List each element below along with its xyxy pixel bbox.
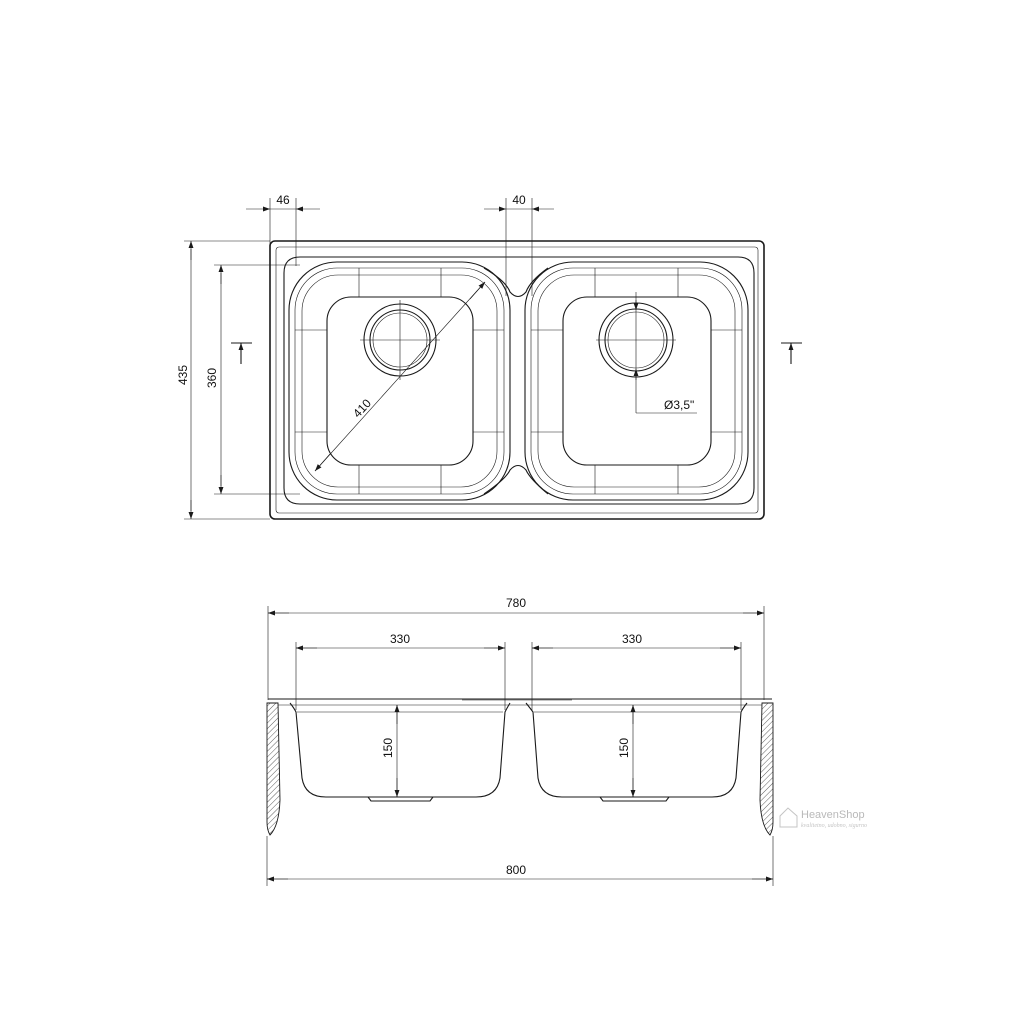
watermark-tagline: kvalitetno, udobno, sigurno xyxy=(801,823,867,829)
bowl-bridge xyxy=(483,267,549,298)
dim-bowl-depth: 360 xyxy=(205,264,300,495)
left-wall-section xyxy=(266,702,281,836)
side-view: 780 330 330 150 xyxy=(266,596,867,886)
dim-overall-depth: 435 xyxy=(176,240,270,520)
dim-rim-offset: 46 xyxy=(246,193,320,266)
right-wall-section xyxy=(759,702,774,836)
watermark-brand: HeavenShop xyxy=(801,809,865,821)
dim-bowl-right-width: 330 xyxy=(531,632,742,710)
dim-bowl-left-width: 330 xyxy=(295,632,506,710)
right-bowl-profile xyxy=(525,702,748,802)
section-marker-left xyxy=(231,342,252,364)
watermark: HeavenShop kvalitetno, udobno, sigurno xyxy=(779,807,867,829)
dim-bowl-right-height: 150 xyxy=(617,705,636,797)
left-bowl xyxy=(288,261,511,501)
sink-deck-outline xyxy=(283,256,755,505)
section-marker-right xyxy=(781,342,802,364)
dim-drain-size-label: Ø3,5" xyxy=(664,398,694,412)
sink-inner-rim xyxy=(275,246,759,514)
dim-bowl-left-height-label: 150 xyxy=(381,738,395,758)
left-bowl-profile xyxy=(289,702,511,802)
dim-overall-width: 800 xyxy=(266,836,774,886)
dim-bridge-width: 40 xyxy=(484,193,554,296)
dim-bowl-depth-label: 360 xyxy=(205,368,219,388)
watermark-logo-icon xyxy=(779,807,798,828)
dim-overall-depth-label: 435 xyxy=(176,365,190,385)
dim-bowl-right-height-label: 150 xyxy=(617,738,631,758)
sink-outer-rim xyxy=(269,240,765,520)
dim-overall-width-label: 800 xyxy=(506,863,526,877)
dim-bridge-width-label: 40 xyxy=(512,193,526,207)
right-bowl xyxy=(524,261,749,501)
dim-inner-width-label: 780 xyxy=(506,596,526,610)
dim-bowl-right-width-label: 330 xyxy=(622,632,642,646)
dim-bowl-left-height: 150 xyxy=(381,705,400,797)
dim-rim-offset-label: 46 xyxy=(276,193,290,207)
top-view: 46 40 435 360 xyxy=(176,193,802,520)
right-drain xyxy=(596,300,676,380)
dim-diagonal-label: 410 xyxy=(350,396,374,420)
left-drain xyxy=(360,300,440,380)
dim-bowl-left-width-label: 330 xyxy=(390,632,410,646)
dim-inner-width: 780 xyxy=(267,596,765,700)
dim-drain-size: Ø3,5" xyxy=(633,292,697,414)
